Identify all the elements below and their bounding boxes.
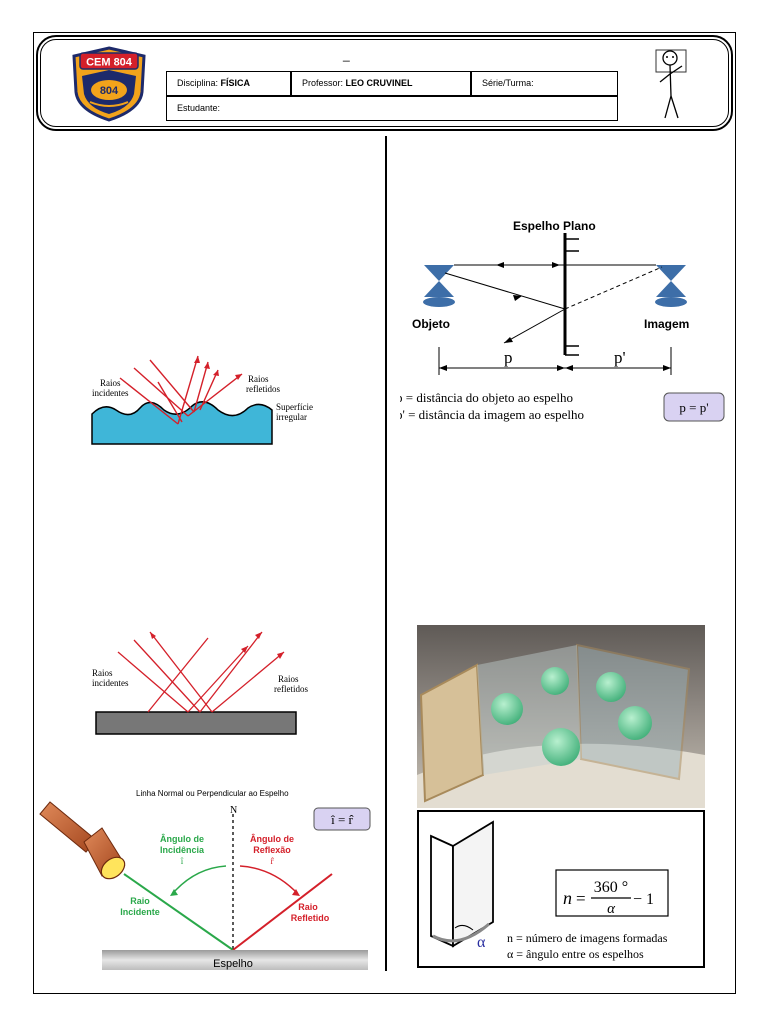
- incidence-reflection-formula: î = r̂: [330, 812, 354, 827]
- page-border: [33, 32, 736, 994]
- incident-ray-label-2: Incidente: [120, 907, 160, 917]
- reflection-angle-label-1: Ângulo de: [250, 833, 294, 844]
- formula-denominator: α: [607, 901, 616, 917]
- mirror-surface: [102, 950, 368, 970]
- header-frame-inner: [40, 39, 729, 127]
- normal-label: N: [230, 805, 237, 816]
- reflected-ray-label-1: Raio: [298, 902, 318, 912]
- plane-mirror-diagram: Espelho Plano Objeto Imagem p p' p = dis…: [400, 219, 725, 422]
- flashlight-icon: [39, 801, 126, 880]
- header-frame: [36, 35, 733, 131]
- formula-n: n: [563, 888, 572, 908]
- formula-equals: =: [576, 889, 586, 908]
- angled-mirrors-formula-panel: α n = 360 ° α − 1 n = número de imagens …: [417, 810, 705, 968]
- n-definition: n = número de imagens formadas: [507, 931, 668, 945]
- disciplina-value: FÍSICA: [220, 78, 251, 88]
- regular-reflected-label-1: Raios: [278, 674, 299, 684]
- column-divider: [385, 136, 387, 971]
- reflection-angle-symbol: r̂: [271, 856, 275, 866]
- p-equals-p-prime-formula: p = p': [679, 400, 708, 415]
- p-prime-label: p': [614, 348, 626, 367]
- serie-label: Série/Turma:: [482, 78, 534, 88]
- diffuse-incident-label-2: incidentes: [92, 388, 129, 398]
- header-dash: _: [343, 48, 350, 62]
- incident-ray-label-1: Raio: [130, 896, 150, 906]
- reflection-law-diagram: Linha Normal ou Perpendicular ao Espelho…: [39, 789, 371, 970]
- surface-label-2: irregular: [276, 412, 307, 422]
- alpha-definition: α = ângulo entre os espelhos: [507, 947, 644, 961]
- school-logo: CEM 804 804: [72, 46, 146, 122]
- surface-label-1: Superfície: [276, 402, 313, 412]
- incidence-reflection-formula-box: [313, 807, 371, 831]
- diffuse-reflected-label-2: refletidos: [246, 384, 280, 394]
- serie-field[interactable]: Série/Turma:: [471, 71, 618, 96]
- formula-minus-one: − 1: [633, 891, 654, 908]
- p-equals-p-prime-box: [663, 392, 725, 422]
- p-label: p: [504, 348, 513, 367]
- plane-mirror-title: Espelho Plano: [513, 219, 596, 233]
- regular-incident-label-1: Raios: [92, 668, 113, 678]
- diffuse-reflected-label-1: Raios: [248, 374, 269, 384]
- normal-line-title: Linha Normal ou Perpendicular ao Espelho: [136, 789, 289, 798]
- formula-numerator: 360 °: [594, 879, 628, 896]
- object-label: Objeto: [412, 317, 450, 331]
- incidence-angle-label-1: Ângulo de: [160, 833, 204, 844]
- image-count-formula-box: [555, 869, 669, 917]
- logo-number: 804: [100, 85, 119, 97]
- professor-field[interactable]: Professor: LEO CRUVINEL: [291, 71, 471, 96]
- regular-incident-label-2: incidentes: [92, 678, 129, 688]
- image-label: Imagem: [644, 317, 689, 331]
- regular-reflected-label-2: refletidos: [274, 684, 308, 694]
- incidence-angle-symbol: î: [180, 856, 184, 866]
- diffuse-incident-label-1: Raios: [100, 378, 121, 388]
- incident-ray: [123, 873, 234, 951]
- image-icon: [655, 265, 687, 307]
- disciplina-label: Disciplina:: [177, 78, 219, 88]
- reflected-ray: [232, 873, 333, 951]
- diffuse-reflection-diagram: Raios incidentes Raios refletidos Superf…: [91, 355, 313, 445]
- estudante-field[interactable]: Estudante:: [166, 96, 618, 121]
- regular-reflection-diagram: Raios incidentes Raios refletidos: [92, 631, 308, 735]
- professor-value: LEO CRUVINEL: [345, 78, 413, 88]
- disciplina-field[interactable]: Disciplina: FÍSICA: [166, 71, 291, 96]
- stick-figure-illustration: [655, 49, 687, 119]
- reflection-angle-label-2: Reflexão: [253, 845, 291, 855]
- angled-mirrors-photo: [417, 625, 705, 808]
- p-prime-definition: p' = distância da imagem ao espelho: [400, 407, 584, 422]
- reflected-ray-label-2: Refletido: [291, 913, 330, 923]
- estudante-label: Estudante:: [177, 103, 221, 113]
- professor-label: Professor:: [302, 78, 344, 88]
- alpha-symbol: α: [477, 934, 486, 951]
- object-icon: [423, 265, 455, 307]
- mirror-label: Espelho: [213, 958, 253, 970]
- p-definition: p = distância do objeto ao espelho: [400, 390, 573, 405]
- logo-title: CEM 804: [86, 57, 133, 69]
- incidence-angle-label-2: Incidência: [160, 845, 205, 855]
